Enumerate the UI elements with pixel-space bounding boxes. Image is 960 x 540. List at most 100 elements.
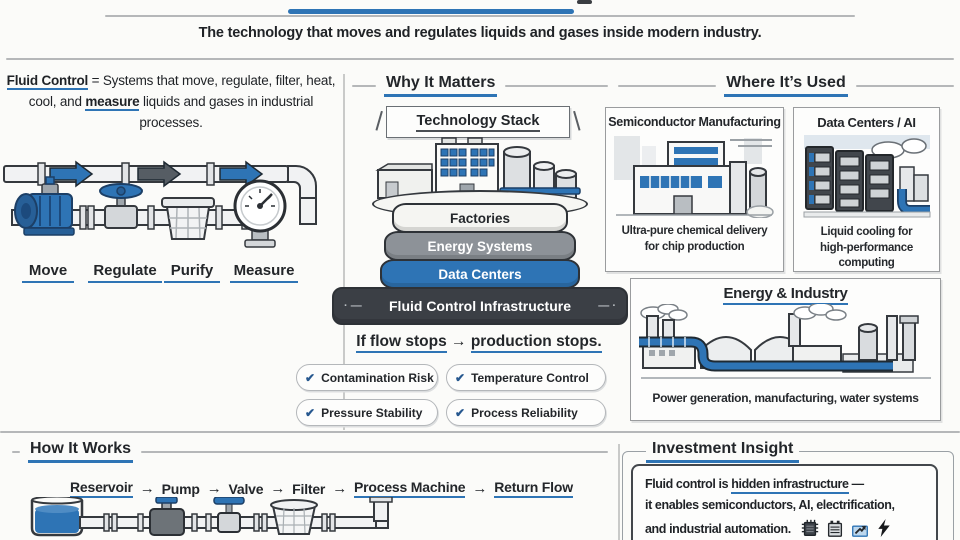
investment-insight-heading: Investment Insight <box>646 440 946 463</box>
server-icon <box>827 520 842 537</box>
stack-layer-label: Data Centers <box>438 266 522 282</box>
definition-body-2: liquids and gases in industrial processe… <box>139 93 314 130</box>
stack-layer-label: Energy Systems <box>427 238 533 254</box>
insight-dash: — <box>851 477 865 491</box>
check-icon: ✔ <box>305 405 316 420</box>
bottom-divider <box>0 431 960 433</box>
process-flow-illustration <box>18 495 610 540</box>
stack-layer-factories: Factories <box>392 203 568 233</box>
card-caption: Power generation, manufacturing, water s… <box>631 390 940 406</box>
flow-arrow: → <box>206 480 222 497</box>
title-underline <box>288 9 574 14</box>
pipeline-label-move: Move <box>22 262 74 283</box>
badge-label: Pressure Stability <box>321 405 423 420</box>
investment-insight-title: Investment Insight <box>646 440 800 463</box>
investment-insight-box: Fluid control is hidden infrastructure —… <box>631 464 938 540</box>
check-icon: ✔ <box>455 370 466 385</box>
page-subtitle: The technology that moves and regulates … <box>198 25 762 41</box>
insight-icons <box>800 517 893 539</box>
filter-icon <box>270 499 318 535</box>
flow-step-pump: Pump <box>161 480 200 497</box>
gauge-icon <box>233 179 287 248</box>
server-rack-icon <box>804 146 834 210</box>
badge-pressure-stability: ✔ Pressure Stability <box>296 399 438 426</box>
insight-line-3: and industrial automation. <box>645 517 924 540</box>
tagline-arrow: → <box>451 333 467 350</box>
card-caption: Ultra-pure chemical delivery for chip pr… <box>606 224 783 255</box>
card-data-centers-ai: Data Centers / AI <box>793 107 940 272</box>
caption-line: high-performance computing <box>820 241 913 270</box>
pipeline-label-regulate: Regulate <box>88 262 162 283</box>
insight-line-1: Fluid control is hidden infrastructure — <box>645 474 924 495</box>
header-divider <box>6 58 954 60</box>
flow-step-reservoir: Reservoir <box>70 479 133 498</box>
cooling-pipe-icon <box>896 189 930 215</box>
pipeline-label-measure: Measure <box>230 262 298 283</box>
return-pipe-elbow <box>369 496 393 529</box>
insight-highlight: hidden infrastructure <box>731 477 849 494</box>
bush-icon <box>746 205 774 218</box>
definition-highlight: measure <box>85 93 140 111</box>
filter-icon <box>161 197 215 240</box>
smokestack-icon <box>787 313 801 347</box>
heading-dash <box>141 450 608 453</box>
tagline-post: production stops. <box>470 333 602 353</box>
why-it-matters-heading: Why It Matters <box>352 74 608 97</box>
badge-temperature-control: ✔ Temperature Control <box>446 364 606 391</box>
technology-stack-label: Technology Stack <box>416 113 540 132</box>
server-rack-icon <box>864 154 894 212</box>
cloud-icon <box>900 138 927 154</box>
stack-layer-label: Factories <box>449 210 511 226</box>
stack-layer-fluid-control-infrastructure: Fluid Control Infrastructure <box>332 287 628 325</box>
pump-icon <box>149 496 185 536</box>
where-its-used-heading: Where It’s Used <box>618 74 954 97</box>
definition-term: Fluid Control <box>6 73 89 90</box>
pipeline-label-purify: Purify <box>164 262 220 283</box>
card-caption: Liquid cooling for high-performance comp… <box>794 225 939 272</box>
definition-equals: = <box>91 73 100 88</box>
pipeline-illustration <box>2 156 336 260</box>
valve-icon <box>99 183 143 229</box>
insight-line-2: it enables semiconductors, AI, electrifi… <box>645 498 895 513</box>
stack-layer-energy-systems: Energy Systems <box>384 231 576 261</box>
server-racks-illustration <box>803 135 930 218</box>
badge-label: Process Reliability <box>471 405 578 420</box>
heading-dash <box>505 84 608 87</box>
flow-step-return-flow: Return Flow <box>494 479 573 498</box>
flow-arrow: → <box>270 480 286 497</box>
flow-tagline: If flow stops → production stops. <box>336 333 622 353</box>
caption-line: Liquid cooling for <box>820 226 913 238</box>
growth-chart-icon <box>851 525 868 537</box>
heading-dash <box>352 84 376 87</box>
technology-stack-banner: Technology Stack <box>386 106 570 138</box>
caption-line: for chip production <box>644 240 745 253</box>
flow-arrow: → <box>139 480 155 497</box>
valve-icon <box>213 496 245 533</box>
semiconductor-fab-illustration <box>614 136 774 218</box>
energy-plant-illustration <box>638 304 931 379</box>
why-it-matters-title: Why It Matters <box>384 74 498 97</box>
definition-body-1: Systems that move, regulate, filter, hea… <box>28 73 336 109</box>
chip-icon <box>801 519 819 536</box>
pipe-elbow <box>287 165 317 199</box>
smoke-icon <box>792 304 847 321</box>
factory-building-icon <box>435 137 499 199</box>
badge-process-reliability: ✔Process Reliability <box>446 399 606 426</box>
risk-badges: ✔Contamination Risk ✔ Temperature Control… <box>296 364 606 426</box>
industrial-pipe-icon <box>638 336 893 372</box>
how-it-works-title: How It Works <box>28 440 134 463</box>
insight-text: and industrial automation. <box>645 521 791 536</box>
column-divider-bottom <box>618 444 620 540</box>
column-divider-left <box>343 74 345 430</box>
card-energy-industry: Energy & Industry <box>630 278 941 421</box>
flow-arrow-icon <box>137 160 182 188</box>
pipeline-labels: Move Regulate Purify Measure <box>2 262 336 284</box>
server-rack-icon <box>834 150 864 212</box>
badge-contamination-risk: ✔Contamination Risk <box>296 364 438 391</box>
flow-arrow-icon <box>219 160 264 188</box>
badge-label: Temperature Control <box>471 370 589 385</box>
process-flow-labels: Reservoir → Pump → Valve → Filter → Proc… <box>70 479 573 498</box>
top-rule <box>105 15 855 17</box>
card-title: Data Centers / AI <box>817 115 916 130</box>
